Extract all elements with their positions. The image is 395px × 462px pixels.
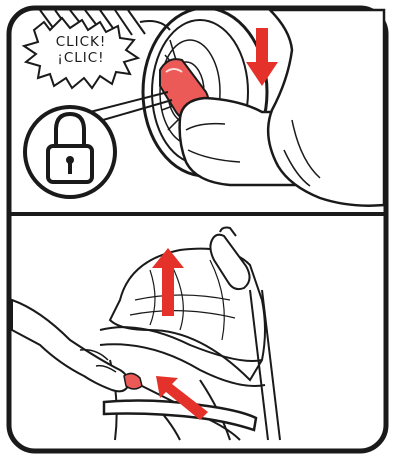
bumper-bar — [104, 401, 256, 430]
callout-line-1: CLICK! — [36, 34, 126, 50]
canopy-release-lever — [124, 373, 142, 389]
hand-bottom — [12, 300, 128, 391]
click-callout-text: CLICK! ¡CLIC! — [36, 34, 126, 66]
callout-line-2: ¡CLIC! — [36, 50, 126, 66]
bottom-panel — [12, 228, 280, 441]
trouser-leg — [268, 10, 384, 206]
